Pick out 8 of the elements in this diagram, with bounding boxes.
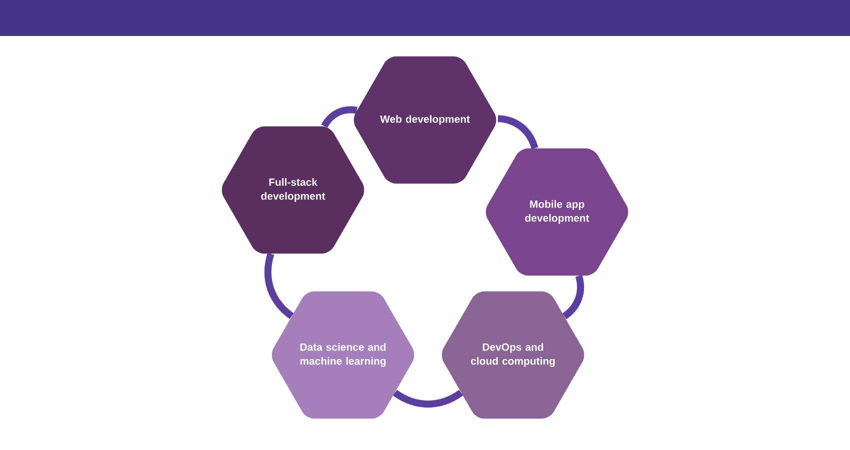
ring-arc [264,252,294,319]
hexagon-node: DevOps and cloud computing [442,291,584,419]
ring-arc [393,390,463,408]
ring-arc [498,115,538,150]
hexagon-node: Web development [354,56,496,184]
hexagon-node: Mobile app development [486,148,628,276]
hexagon-node: Data science and machine learning [272,291,414,419]
hexagon-node: Full-stack development [222,126,364,254]
